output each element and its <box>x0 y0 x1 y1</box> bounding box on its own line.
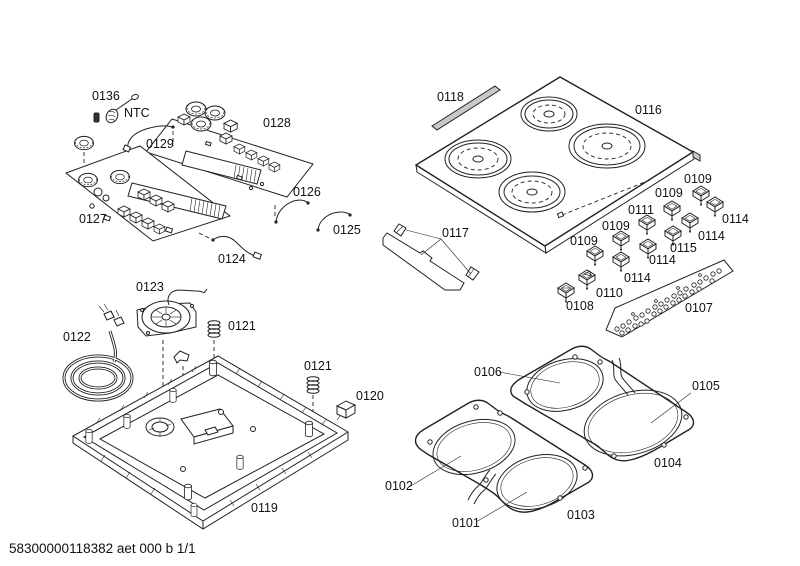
base-assembly <box>62 288 357 530</box>
wire-harness-0129 <box>122 125 175 153</box>
coil-plate-front-0103 <box>414 399 594 513</box>
pcb-0128 <box>145 101 314 198</box>
cable-0124 <box>198 232 263 260</box>
part-label-0102: 0102 <box>385 479 413 493</box>
part-label-0111: 0111 <box>628 203 654 217</box>
button-0109 <box>586 245 604 267</box>
part-label-0126: 0126 <box>293 185 321 199</box>
button-0110 <box>578 269 596 291</box>
button-0114 <box>612 251 630 273</box>
power-cord-0122 <box>62 303 134 402</box>
coil-wire <box>611 359 629 396</box>
glass-cooktop-0116 <box>415 76 701 254</box>
induction-coil-0105 <box>583 389 683 457</box>
part-label-0121: 0121 <box>304 359 332 373</box>
part-label-0116: 0116 <box>635 103 662 117</box>
part-label-0120: 0120 <box>356 389 384 403</box>
part-label-0114: 0114 <box>624 271 651 285</box>
part-label-0118: 0118 <box>437 90 464 104</box>
part-label-0107: 0107 <box>685 301 713 315</box>
part-label-0109: 0109 <box>684 172 712 186</box>
part-label-0101: 0101 <box>452 516 480 530</box>
button-0109 <box>612 230 630 252</box>
part-label-0115: 0115 <box>670 241 697 255</box>
part-label-0104: 0104 <box>654 456 682 470</box>
part-label-0106: 0106 <box>474 365 502 379</box>
induction-coil-0101 <box>496 454 578 510</box>
document-code: 58300000118382 aet 000 b 1/1 <box>9 541 196 556</box>
clip-bracket-icon <box>173 350 190 364</box>
touch-control-board-0107 <box>605 259 734 338</box>
button-0114 <box>681 212 699 234</box>
cable-0126 <box>274 199 310 224</box>
part-label-0129: 0129 <box>146 137 174 151</box>
pcb-0127 <box>64 145 232 242</box>
ntc-sensor-icon <box>93 93 139 124</box>
cable-0125 <box>316 211 352 232</box>
mounting-bracket-0117 <box>382 223 480 291</box>
part-label-0117: 0117 <box>442 226 469 240</box>
part-label-ntc: NTC <box>124 106 150 120</box>
cooktop-assembly <box>382 76 734 338</box>
burner-zone-top <box>520 96 578 132</box>
cooling-fan-0123 <box>136 288 208 337</box>
part-label-0109: 0109 <box>570 234 598 248</box>
part-label-0122: 0122 <box>63 330 91 344</box>
part-label-0114: 0114 <box>649 253 676 267</box>
part-labels: 0136 NTC 0129 0128 0127 0126 0125 0124 0… <box>63 89 749 530</box>
part-label-0128: 0128 <box>263 116 291 130</box>
base-tray-0119 <box>72 355 349 530</box>
part-label-0103: 0103 <box>567 508 595 522</box>
terminal-box-0120 <box>335 400 357 421</box>
part-label-0105: 0105 <box>692 379 720 393</box>
part-label-0114: 0114 <box>698 229 725 243</box>
spring-0121-left <box>207 320 221 338</box>
part-label-0114: 0114 <box>722 212 749 226</box>
part-label-0125: 0125 <box>333 223 361 237</box>
button-0114 <box>706 196 724 218</box>
part-label-0124: 0124 <box>218 252 246 266</box>
part-label-0109: 0109 <box>655 186 683 200</box>
part-label-0127: 0127 <box>79 212 107 226</box>
coil-wire <box>473 473 497 505</box>
button-0109 <box>663 200 681 222</box>
coil-plate-rear-0104 <box>510 345 695 462</box>
burner-zone-right <box>568 123 646 169</box>
part-label-0136: 0136 <box>92 89 120 103</box>
part-label-0108: 0108 <box>566 299 594 313</box>
electronics-assembly <box>64 93 352 260</box>
part-label-0109: 0109 <box>602 219 630 233</box>
leader-lines <box>408 371 692 523</box>
part-label-0119: 0119 <box>251 501 278 515</box>
burner-zone-left <box>444 139 512 179</box>
induction-coil-0106 <box>526 358 604 412</box>
part-label-0110: 0110 <box>596 286 623 300</box>
burner-zone-bottom <box>498 171 566 213</box>
part-label-0121: 0121 <box>228 319 256 333</box>
control-buttons <box>557 185 724 304</box>
toroid-coil-icon <box>74 135 94 151</box>
button-0111 <box>638 214 656 236</box>
induction-coil-0102 <box>432 418 516 476</box>
part-label-0123: 0123 <box>136 280 164 294</box>
coil-plates-assembly <box>408 345 695 523</box>
seal-strip-0118 <box>431 85 501 131</box>
spring-0121-right <box>306 376 320 394</box>
